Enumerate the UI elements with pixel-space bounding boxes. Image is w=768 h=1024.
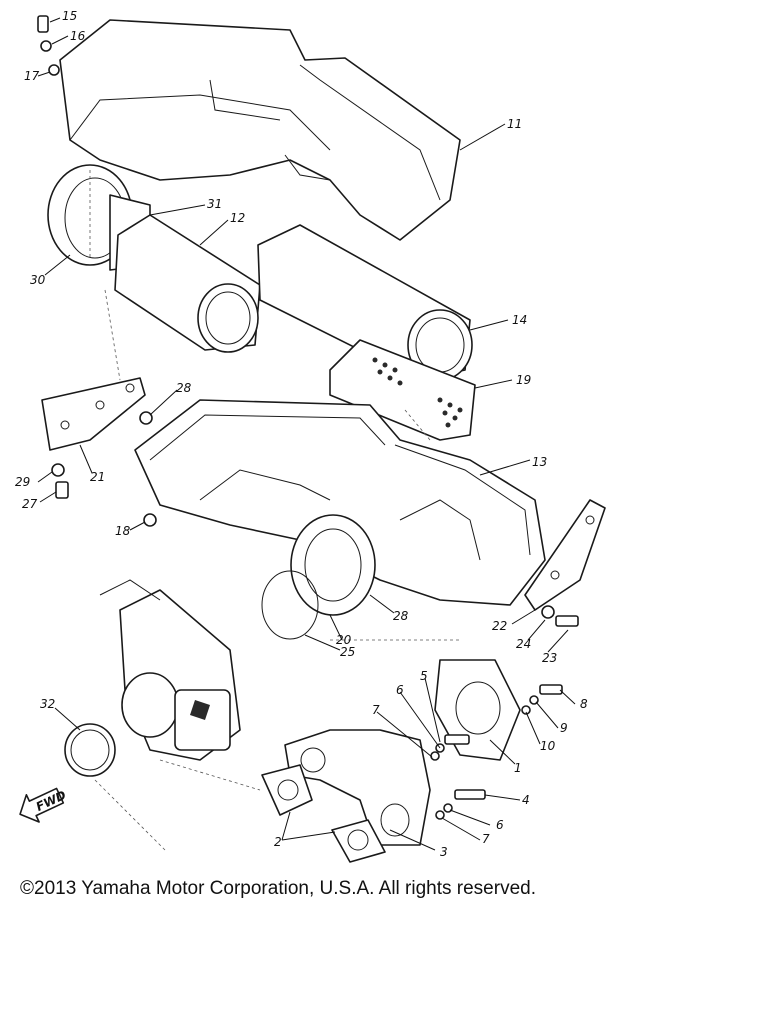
perforated-screen <box>329 339 476 441</box>
callout-32: 32 <box>40 697 55 711</box>
callout-30: 30 <box>30 273 46 287</box>
callout-5: 5 <box>420 669 428 683</box>
hardware <box>37 15 579 820</box>
callout-6: 6 <box>396 683 404 697</box>
callout-15: 15 <box>62 9 77 23</box>
callout-10: 10 <box>540 739 556 753</box>
callout-14: 14 <box>512 313 527 327</box>
callout-27: 27 <box>22 497 38 511</box>
carburetor <box>99 579 241 761</box>
callout-13: 13 <box>532 455 547 469</box>
callout-2: 2 <box>274 835 282 849</box>
callout-6b: 6 <box>496 818 504 832</box>
callout-7: 7 <box>372 703 380 717</box>
assembly-lines <box>89 170 460 851</box>
callout-22: 22 <box>492 619 507 633</box>
air-box-case <box>134 399 546 606</box>
intake-manifold <box>284 729 431 846</box>
filter-element-right <box>257 224 473 381</box>
bracket-right <box>524 499 606 611</box>
callout-19: 19 <box>516 373 531 387</box>
callout-3: 3 <box>440 845 448 859</box>
callout-31: 31 <box>207 197 222 211</box>
leader-lines <box>37 17 576 851</box>
callout-23: 23 <box>542 651 557 665</box>
fwd-arrow: FWD <box>19 787 68 823</box>
callout-8: 8 <box>580 697 588 711</box>
callout-28: 28 <box>176 381 192 395</box>
callout-4: 4 <box>522 793 530 807</box>
copyright-notice: ©2013 Yamaha Motor Corporation, U.S.A. A… <box>20 878 536 899</box>
callout-24: 24 <box>516 637 531 651</box>
parts-diagram: FWD <box>15 9 606 863</box>
air-cleaner-cover <box>59 19 461 241</box>
filter-element-left <box>114 214 261 353</box>
callout-18: 18 <box>115 524 131 538</box>
callout-16: 16 <box>70 29 86 43</box>
callout-25: 25 <box>340 645 355 659</box>
callout-labels: 1 2 3 4 5 6 6 7 7 8 9 10 11 12 13 14 15 … <box>15 9 588 859</box>
callout-12: 12 <box>230 211 245 225</box>
gaskets <box>261 764 386 863</box>
callout-11: 11 <box>507 117 522 131</box>
callout-9: 9 <box>560 721 568 735</box>
carburetor-joint <box>434 659 521 761</box>
hose-clamp <box>64 723 116 777</box>
callout-20: 20 <box>336 633 352 647</box>
callout-17: 17 <box>24 69 40 83</box>
callout-21: 21 <box>90 470 105 484</box>
o-ring <box>261 570 319 640</box>
intake-rubber-joint <box>290 514 376 616</box>
callout-29: 29 <box>15 475 30 489</box>
bracket-left <box>41 377 146 451</box>
callout-28b: 28 <box>393 609 409 623</box>
callout-1: 1 <box>514 761 522 775</box>
callout-7b: 7 <box>482 832 490 846</box>
